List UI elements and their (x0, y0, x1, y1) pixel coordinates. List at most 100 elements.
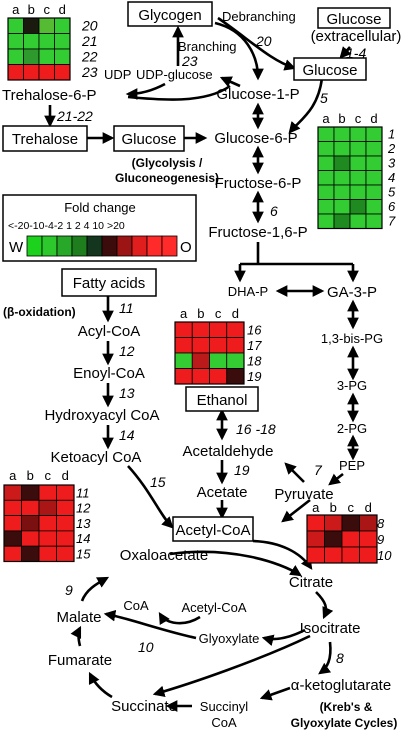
heatmap-cell (38, 33, 55, 50)
alpha-ketoglutarate-label: α-ketoglutarate (291, 677, 391, 694)
heatmap-column-label: c (355, 111, 362, 126)
legend-swatch (161, 235, 178, 257)
heatmap-border (7, 17, 71, 81)
heatmap-cell (349, 184, 367, 200)
oxaloacetate-label: Oxaloacetate (120, 547, 208, 564)
heatmap-cell (38, 17, 55, 34)
ga-3p-label: GA-3-P (327, 284, 377, 301)
heatmap-cell (349, 199, 367, 215)
heatmap-cell (317, 213, 335, 229)
glucose-mid-label: Glucose (121, 131, 176, 148)
enzyme-21-22: 21-22 (56, 108, 93, 124)
heatmap-cell (56, 499, 75, 516)
glycogen-label: Glycogen (138, 7, 201, 24)
heatmap-column-label: a (312, 500, 320, 515)
trehalose-6p-label: Trehalose-6-P (2, 87, 96, 104)
node-boxes (2, 1, 391, 542)
heatmap-row-label: 23 (81, 64, 98, 80)
enzyme-9: 9 (65, 582, 73, 598)
acyl-coa-label: Acyl-CoA (78, 323, 141, 340)
heatmap-cell (209, 321, 228, 338)
heatmap-column-label: d (232, 306, 239, 321)
heatmap-column-label: a (180, 306, 188, 321)
heatmap-cell (324, 546, 343, 564)
heatmap-row-label: 17 (247, 338, 262, 353)
heatmap-row-label: 2 (387, 141, 396, 156)
heatmap-cell (349, 170, 367, 186)
enzyme-16-18: 16 -18 (236, 421, 276, 437)
legend-title: Fold change (64, 200, 136, 215)
heatmap-cell (174, 368, 193, 385)
heatmap-cell (333, 184, 351, 200)
glucose-ext-label: Glucose (326, 11, 381, 28)
heatmap-cell (365, 213, 383, 229)
heatmap-cell (333, 199, 351, 215)
heatmap-row-label: 8 (377, 516, 385, 531)
heatmap-cell (191, 337, 210, 354)
heatmap-border (306, 514, 378, 564)
heatmap-row-label: 15 (76, 547, 91, 562)
heatmap-cell (365, 155, 383, 171)
coa-label: CoA (123, 598, 149, 613)
heatmap-cell (226, 368, 245, 385)
ethanol-label: Ethanol (197, 392, 248, 409)
pathway-arrows (44, 16, 359, 712)
heatmap-cell (365, 170, 383, 186)
heatmap-row-label: 19 (247, 369, 261, 384)
heatmap-column-label: c (44, 2, 51, 17)
dha-p-label: DHA-P (228, 284, 268, 299)
glycogen-box (127, 1, 213, 27)
heatmap-cell (3, 530, 22, 547)
legend-swatch (86, 235, 103, 257)
heatmap-row-label: 7 (388, 214, 396, 229)
heatmap-column-label: a (9, 468, 17, 483)
heatmap-cell (359, 514, 378, 532)
heatmap-cell (365, 199, 383, 215)
isocitrate-label: Isocitrate (300, 620, 361, 637)
trehalose-label: Trehalose (12, 131, 78, 148)
udp-glucose-label: UDP-glucose (136, 67, 213, 82)
acetyl-coa-label: Acetyl-CoA (175, 522, 250, 539)
krebs-label: (Kreb's & (320, 700, 373, 714)
beta-oxidation-label: (β-oxidation) (3, 305, 76, 319)
heatmap-cell (174, 321, 193, 338)
heatmap-cell (21, 530, 40, 547)
heatmap-border (317, 126, 383, 230)
heatmap-cell (191, 321, 210, 338)
legend-swatch (41, 235, 58, 257)
heatmap-column-label: d (370, 111, 377, 126)
heatmap-row-label: 21 (81, 33, 98, 49)
citrate-label: Citrate (289, 574, 333, 591)
legend-swatch (26, 235, 43, 257)
heatmap-border (174, 321, 245, 385)
heatmap-cell (365, 126, 383, 142)
heatmap-cell (54, 48, 71, 65)
heatmap-cell (349, 126, 367, 142)
legend-swatches (26, 235, 178, 257)
heatmap-column-label: a (322, 111, 330, 126)
fructose-6p-label: Fructose-6-P (215, 175, 302, 192)
heatmap-column-label: b (27, 468, 34, 483)
heatmap-cell (38, 48, 55, 65)
heatmap-cell (54, 64, 71, 81)
heatmap-cell (56, 545, 75, 562)
pyruvate-label: Pyruvate (274, 486, 333, 503)
heatmap-cell (341, 546, 360, 564)
heatmap-row-label: 10 (377, 548, 392, 563)
enzyme-numbers: 20 1-4 23 5 21-22 6 11 12 13 14 15 16 -1… (56, 33, 366, 666)
heatmap-cell (209, 368, 228, 385)
enzyme-14: 14 (119, 427, 135, 443)
heatmap-cell (226, 337, 245, 354)
heatmap-cell (333, 141, 351, 157)
heatmap-row-label: 9 (377, 532, 384, 547)
succinate-label: Succinate (111, 698, 177, 715)
heatmap-column-label: b (197, 306, 204, 321)
heatmap-cell (306, 514, 325, 532)
heatmap-cell (359, 546, 378, 564)
fructose-16p-label: Fructose-1,6-P (208, 224, 307, 241)
heatmap-column-label: b (330, 500, 337, 515)
heatmap-cell (3, 499, 22, 516)
glucose-box-top (293, 57, 367, 81)
